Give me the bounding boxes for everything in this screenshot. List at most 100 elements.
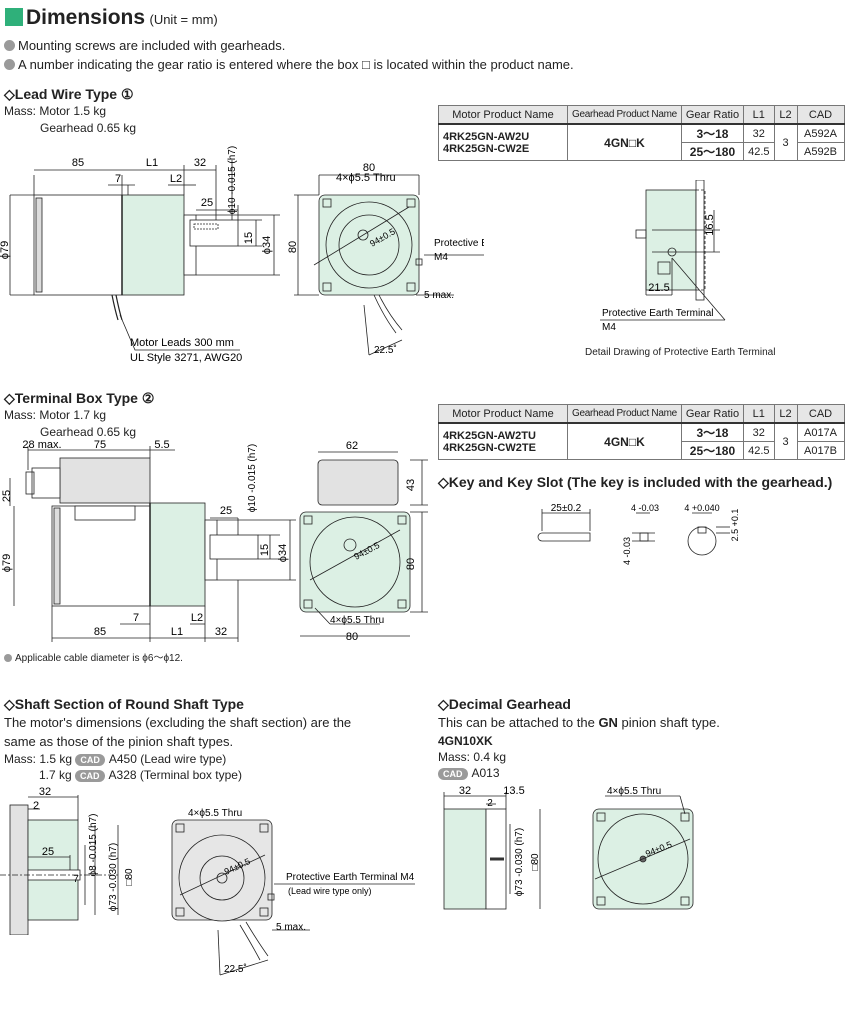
dim-2: 2 xyxy=(487,798,493,809)
product-name: 4RK25GN-AW2U xyxy=(443,130,530,143)
col-l1: L1 xyxy=(743,404,775,424)
col-motor-product: Motor Product Name xyxy=(438,105,568,125)
key-dim-4c: 4 +0.040 xyxy=(684,503,719,513)
pet-detail-drawing: 16.5 21.5 Protective Earth Terminal M4 xyxy=(600,180,726,333)
dim-80-vertical: 80 xyxy=(287,241,299,253)
leads-label-2: UL Style 3271, AWG20 xyxy=(130,352,242,364)
dim-l1: L1 xyxy=(171,626,183,638)
title-text: Dimensions xyxy=(26,6,146,29)
dim-l2: L2 xyxy=(191,612,203,624)
product-name: 4RK25GN-CW2E xyxy=(443,142,530,155)
dim-phi73: ϕ73 -0.030 (h7) xyxy=(108,843,119,911)
angle-label: 22.5˚ xyxy=(224,963,247,975)
dim-phi34: ϕ34 xyxy=(261,236,273,254)
col-gearhead-product: Gearhead Product Name xyxy=(567,404,682,424)
max5-label: 5 max. xyxy=(424,290,454,301)
lead-wire-spec-table: Motor Product Name Gearhead Product Name… xyxy=(438,105,845,161)
gearhead-name: 4GN□K xyxy=(567,123,682,161)
round-shaft-desc-2: same as those of the pinion shaft types. xyxy=(4,734,234,749)
dim-25: 25 xyxy=(201,197,213,209)
dim-80: 80 xyxy=(363,162,375,174)
col-l2: L2 xyxy=(773,105,798,125)
bullet-icon xyxy=(4,59,15,70)
dim-15: 15 xyxy=(259,544,271,556)
max5-label: 5 max. xyxy=(276,922,306,933)
gear-ratio: 3～18 xyxy=(680,123,745,143)
dim-13-5: 13.5 xyxy=(503,785,524,797)
cad-value: A017B xyxy=(796,441,845,460)
detail-pet-label: Protective Earth Terminal xyxy=(602,308,714,319)
product-name: 4RK25GN-AW2TU xyxy=(443,429,536,442)
title-marker xyxy=(5,8,23,26)
pet-label: Protective Earth Terminal xyxy=(434,238,484,249)
l2-value: 3 xyxy=(773,123,798,161)
terminal-box-spec-table: Motor Product Name Gearhead Product Name… xyxy=(438,404,845,460)
dim-phi10: ϕ10 -0.015 (h7) xyxy=(247,444,258,512)
key-dim-4a: 4 -0.03 xyxy=(631,503,659,513)
round-shaft-side-drawing: 32 2 25 7 ϕ8 -0.015 (h7) ϕ73 -0.030 (h7)… xyxy=(0,786,135,935)
dim-phi8: ϕ8 -0.015 (h7) xyxy=(88,814,99,877)
note-gear-ratio: A number indicating the gear ratio is en… xyxy=(4,57,574,72)
page-title: Dimensions (Unit = mm) xyxy=(26,6,218,30)
holes-label: 4×ϕ5.5 Thru xyxy=(188,808,242,819)
terminal-box-mass-motor: Mass: Motor 1.7 kg xyxy=(4,408,107,422)
bullet-icon xyxy=(4,654,12,662)
dim-80: 80 xyxy=(346,631,358,643)
gear-ratio: 3～18 xyxy=(680,422,745,442)
col-l1: L1 xyxy=(743,105,775,125)
decimal-desc-suffix: pinion shaft type. xyxy=(617,715,720,730)
dim-phi34: ϕ34 xyxy=(277,544,289,562)
col-l2: L2 xyxy=(773,404,798,424)
detail-m4-label: M4 xyxy=(602,322,616,333)
key-dim-2-5: 2.5 +0.1 xyxy=(730,509,740,542)
table-header-row: Motor Product Name Gearhead Product Name… xyxy=(438,404,845,424)
dim-32: 32 xyxy=(459,785,471,797)
gearhead-name: 4GN□K xyxy=(567,422,682,460)
angle-label: 22.5˚ xyxy=(374,344,397,356)
key-drawing: 25±0.2 4 -0.03 4 -0.03 4 +0.040 2.5 +0.1 xyxy=(537,503,740,565)
cad-badge: CAD xyxy=(75,754,105,766)
dim-25: 25 xyxy=(220,505,232,517)
pet-note: (Lead wire type only) xyxy=(288,886,372,896)
col-cad: CAD xyxy=(796,404,845,424)
dim-32: 32 xyxy=(194,157,206,169)
decimal-side-drawing: 32 13.5 2 ϕ73 -0.030 (h7) □80 xyxy=(443,785,541,910)
dim-32: 32 xyxy=(39,786,51,798)
decimal-desc-bold: GN xyxy=(598,715,618,730)
round-shaft-title: ◇Shaft Section of Round Shaft Type xyxy=(4,696,244,712)
l1-value: 42.5 xyxy=(743,142,775,161)
key-dim-4b: 4 -0.03 xyxy=(622,537,632,565)
lead-wire-mass-gearhead: Gearhead 0.65 kg xyxy=(40,121,137,135)
lead-wire-side-drawing: 85 L1 32 7 L2 25 ϕ79 15 ϕ34 ϕ10 -0.015 (… xyxy=(0,146,280,364)
cad-badge: CAD xyxy=(75,770,105,782)
dim-7: 7 xyxy=(133,612,139,624)
dim-l1: L1 xyxy=(146,157,158,169)
terminal-box-side-drawing: 28 max. 75 5.5 25 ϕ79 ϕ10 -0.015 (h7) 25… xyxy=(1,439,296,642)
cad-badge: CAD xyxy=(438,768,468,780)
col-motor-product: Motor Product Name xyxy=(438,404,568,424)
dim-43: 43 xyxy=(405,479,417,491)
pet-label: Protective Earth Terminal M4 xyxy=(286,872,415,883)
dim-75: 75 xyxy=(94,439,106,451)
dim-25-vertical: 25 xyxy=(1,490,13,502)
key-dim-25: 25±0.2 xyxy=(551,503,582,514)
dim-25: 25 xyxy=(42,846,54,858)
dim-21-5: 21.5 xyxy=(648,282,669,294)
dim-85: 85 xyxy=(72,157,84,169)
mass-2-value: 1.7 kg xyxy=(39,768,72,782)
col-cad: CAD xyxy=(796,105,845,125)
dim-l2: L2 xyxy=(170,173,182,185)
dim-2: 2 xyxy=(33,800,39,812)
l1-value: 32 xyxy=(743,422,775,442)
l1-value: 42.5 xyxy=(743,441,775,460)
table-row: 25～180 42.5 A592B xyxy=(439,142,845,161)
cable-note-text: Applicable cable diameter is ϕ6～ϕ12. xyxy=(15,653,183,664)
table-header-row: Motor Product Name Gearhead Product Name… xyxy=(438,105,845,125)
decimal-cad-value: A013 xyxy=(471,766,500,780)
